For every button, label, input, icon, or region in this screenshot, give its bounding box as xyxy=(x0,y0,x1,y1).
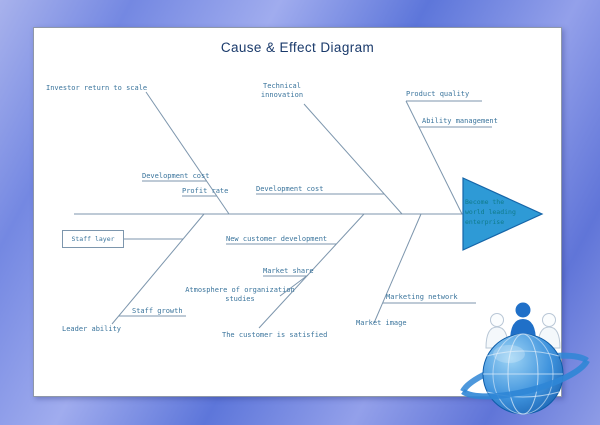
cause-label-profit-rate: Profit rate xyxy=(182,187,229,195)
cause-label-development-cost-middle: Development cost xyxy=(256,185,324,193)
cause-label-product-quality: Product quality xyxy=(406,90,470,98)
cause-label-ability-management: Ability management xyxy=(422,117,498,125)
cause-label-customer-satisfied: The customer is satisfied xyxy=(222,331,328,339)
cause-label-marketing-network: Marketing network xyxy=(386,293,458,301)
globe-icon xyxy=(482,333,564,415)
cause-label-new-customer: New customer development xyxy=(226,235,328,243)
swoosh-ring-front xyxy=(461,359,590,400)
effect-label: Become the world leading enterprise xyxy=(465,198,516,227)
cause-label-development-cost-upper: Development cost xyxy=(142,172,210,180)
bone-upper-middle xyxy=(303,103,403,215)
cause-label-investor-return: Investor return to scale xyxy=(46,84,148,92)
cause-label-market-share: Market share xyxy=(263,267,314,275)
cause-label-leader-ability: Leader ability xyxy=(62,325,122,333)
cause-label-technical-innovation: Technical innovation xyxy=(260,82,304,100)
diagram-title: Cause & Effect Diagram xyxy=(220,40,375,55)
cause-label-staff-layer: Staff layer xyxy=(71,235,115,243)
globe-clipart xyxy=(460,302,590,415)
staff-layer-box: Staff layer xyxy=(62,230,124,248)
bone-lower-right xyxy=(373,213,422,324)
cause-label-staff-growth: Staff growth xyxy=(132,307,183,315)
cause-label-atmosphere: Atmosphere of organization studies xyxy=(185,286,295,304)
cause-label-market-image: Market image xyxy=(356,319,407,327)
